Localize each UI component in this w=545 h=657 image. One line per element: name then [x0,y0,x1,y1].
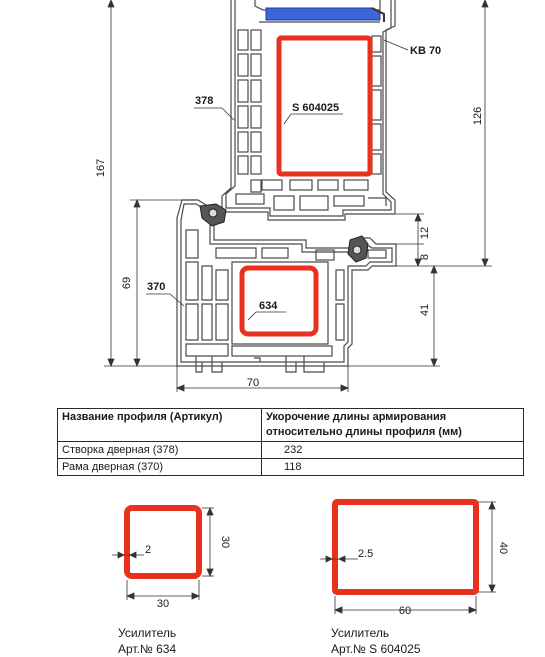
caption-title: Усилитель [118,626,177,640]
reinforcement-634-detail: 2 30 30 [112,505,231,610]
dim-overlap: 12 [419,227,431,239]
seal-hole [352,245,362,255]
wall-thickness-604025: 2.5 [358,548,373,560]
table-header-row: Название профиля (Артикул) Укорочение дл… [57,408,524,442]
caption-reinforcement-604025: Усилитель Арт.№ S 604025 [331,625,421,657]
shortening-value-cell: 232 [261,441,524,459]
frame-profile-label: 370 [147,281,165,293]
frame-reinforcement-label: 634 [259,300,278,312]
table-row: Рама дверная (370) 118 [57,458,524,476]
dim-604025-width: 60 [399,605,411,617]
reinforcement-604025-detail: 2.5 40 60 [320,499,509,617]
table-row: Створка дверная (378) 232 [57,441,524,459]
wall-thickness-634: 2 [145,544,151,556]
shortening-value-cell: 118 [261,458,524,476]
dim-frame-height: 69 [121,277,133,289]
dim-634-height: 30 [219,536,231,548]
reinforcement-634-shape [124,505,202,579]
profile-name-cell: Рама дверная (370) [57,458,262,476]
dim-total-height: 167 [95,159,107,177]
caption-title: Усилитель [331,626,390,640]
sash-profile-label: 378 [195,95,213,107]
dim-width: 70 [247,377,259,389]
caption-article: Арт.№ 634 [118,642,177,656]
glazing-gasket [265,7,381,21]
gasket-lip [371,7,385,22]
frame-profile [176,199,397,373]
frame-reinforcement [239,265,319,337]
dim-634-width: 30 [157,598,169,610]
reinforcement-shortening-table: Название профиля (Артикул) Укорочение дл… [57,408,524,476]
profile-name-cell: Створка дверная (378) [57,441,262,459]
caption-article: Арт.№ S 604025 [331,642,421,656]
dim-frame-41: 41 [419,304,431,316]
kb-label: KB 70 [410,45,441,57]
column-header-shortening: Укорочение длины армирования относительн… [261,408,524,442]
dim-604025-height: 40 [497,542,509,554]
dimension-lines [104,0,492,392]
sash-reinforcement [276,35,373,177]
reinforcement-604025-shape [332,499,479,595]
seal-hole [208,208,218,218]
sash-reinforcement-label: S 604025 [292,102,339,114]
dim-sash-height: 126 [472,107,484,125]
column-header-profile: Название профиля (Артикул) [57,408,262,442]
caption-reinforcement-634: Усилитель Арт.№ 634 [118,625,176,657]
dim-gap: 8 [419,254,431,260]
